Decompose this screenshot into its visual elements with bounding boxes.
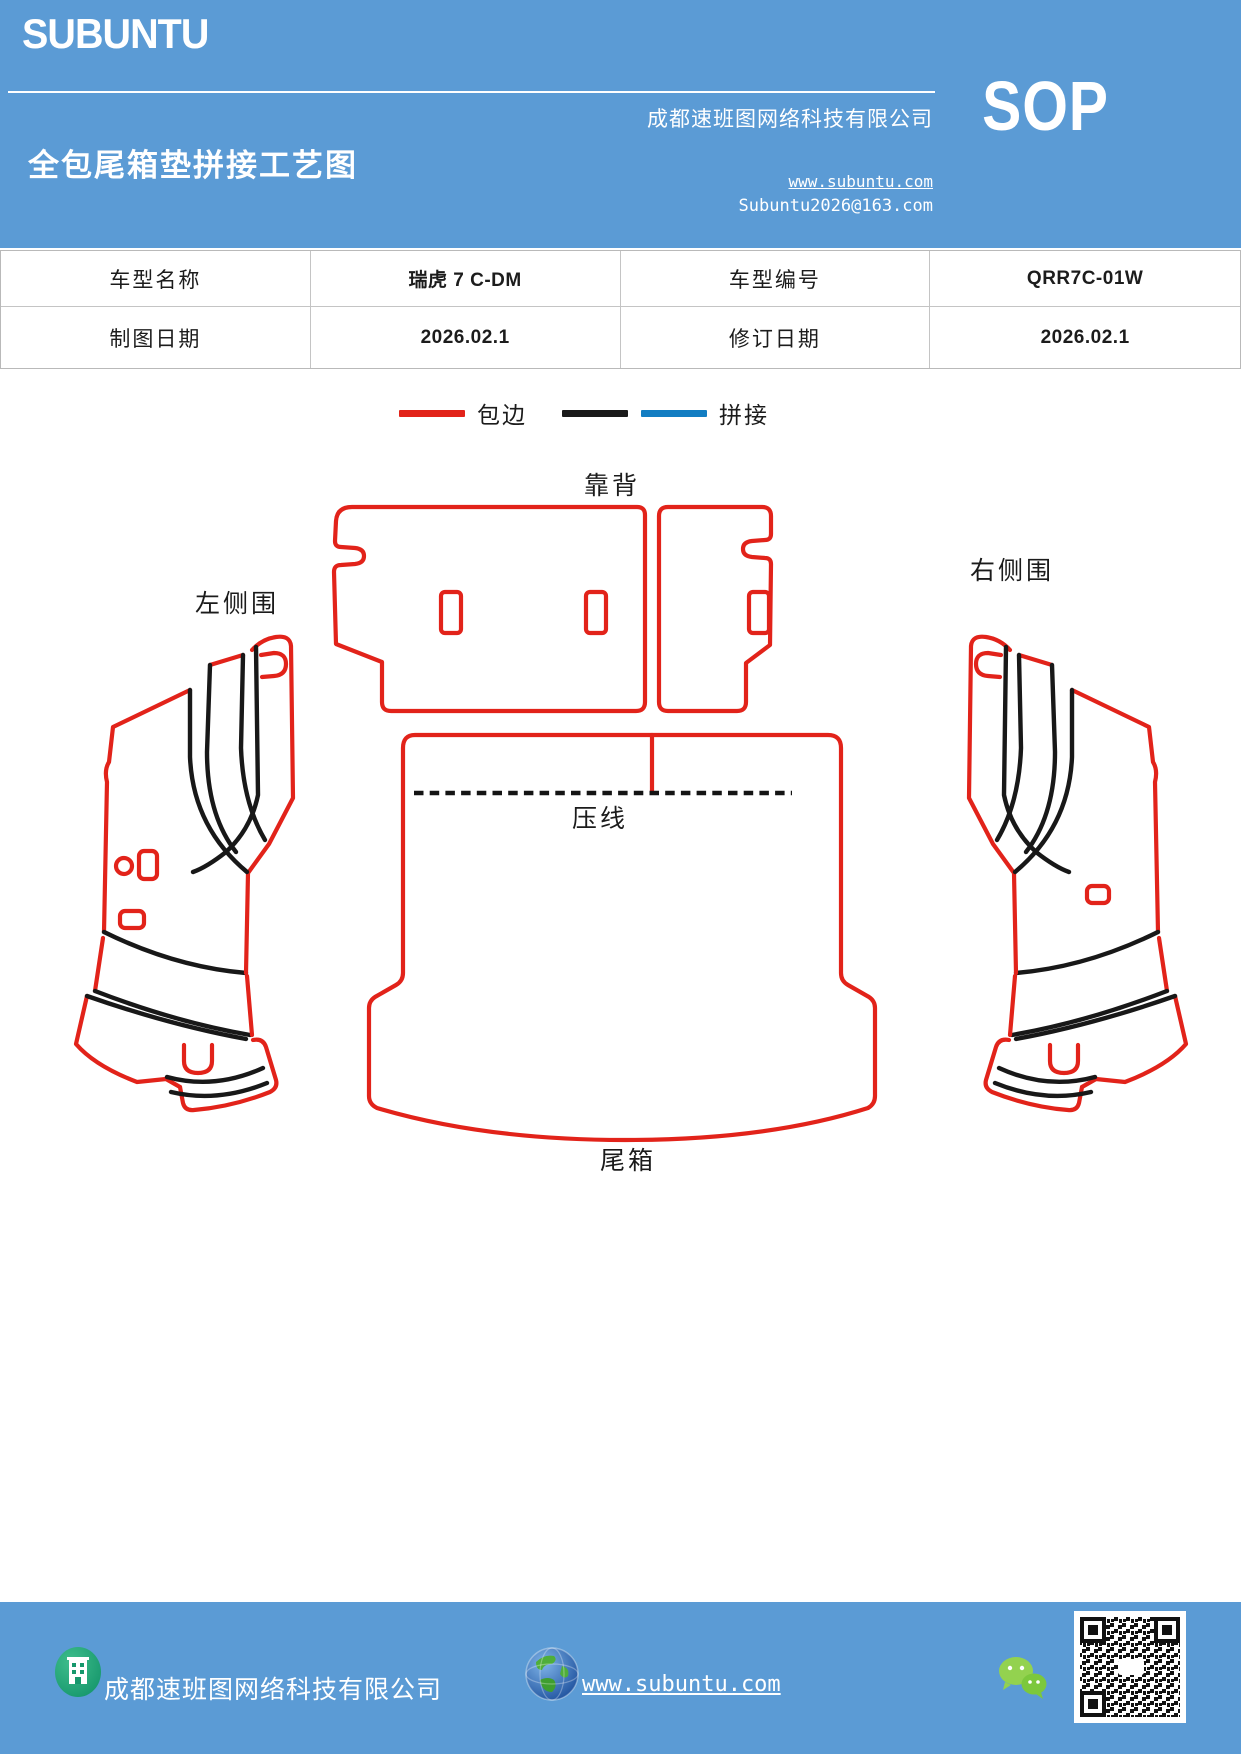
brand-logo: SUBUNTU	[22, 10, 209, 57]
revision-date-value: 2026.02.1	[1040, 326, 1130, 348]
edge-legend-label: 包边	[477, 402, 527, 428]
model-code-label: 车型编号	[620, 251, 931, 307]
right-side-label: 右侧围	[970, 557, 1054, 585]
splice-line-sample	[641, 409, 707, 417]
sop-badge: SOP	[982, 67, 1109, 145]
trunk-label: 尾箱	[600, 1147, 656, 1175]
header-banner: SUBUNTU 成都速班图网络科技有限公司 全包尾箱垫拼接工艺图 www.sub…	[0, 0, 1241, 248]
right-side-panel-piece	[969, 637, 1186, 1110]
draw-date-label: 制图日期	[1, 307, 311, 368]
fixing-slot	[136, 848, 160, 882]
header-website-link[interactable]: www.subuntu.com	[788, 172, 934, 191]
draw-date-value: 2026.02.1	[311, 307, 621, 368]
header-email-link[interactable]: Subuntu2026@163.com	[738, 196, 933, 216]
trunk-mat-piece	[366, 732, 878, 1143]
left-side-label: 左侧围	[195, 590, 279, 618]
splice-legend-label: 拼接	[719, 402, 769, 428]
headrest-slot	[438, 589, 464, 636]
crease-label: 压线	[572, 805, 628, 833]
wechat-icon	[999, 1657, 1047, 1699]
backrest-right-piece	[656, 504, 774, 714]
footer-website-link[interactable]: www.subuntu.com	[582, 1672, 781, 1697]
fixing-slot	[1084, 883, 1112, 906]
company-building-icon	[55, 1647, 101, 1697]
model-name-value: 瑞虎 7 C-DM	[310, 251, 621, 307]
backrest-left-piece	[331, 504, 648, 714]
headrest-slot	[583, 589, 609, 636]
footer-banner: 成都速班图网络科技有限公司 www.subuntu.com	[0, 1602, 1241, 1754]
line-type-legend: 包边 拼接	[399, 400, 769, 428]
fixing-hole	[113, 855, 135, 877]
globe-icon	[525, 1647, 579, 1701]
edge-line-sample	[399, 409, 465, 417]
qr-code-image	[1074, 1611, 1186, 1723]
fixing-slot	[117, 908, 147, 931]
seam-line-sample	[562, 409, 628, 417]
backrest-label: 靠背	[584, 472, 640, 500]
model-code-value: QRR7C-01W	[930, 251, 1240, 307]
model-name-label: 车型名称	[1, 251, 311, 307]
page-title: 全包尾箱垫拼接工艺图	[28, 148, 358, 183]
header-divider-line	[8, 91, 935, 93]
footer-company-name: 成都速班图网络科技有限公司	[104, 1676, 443, 1704]
headrest-slot	[746, 589, 772, 636]
header-company-name: 成都速班图网络科技有限公司	[647, 108, 933, 131]
vehicle-info-table: 车型名称 瑞虎 7 C-DM 车型编号 QRR7C-01W 制图日期 2026.…	[0, 250, 1241, 369]
trunk-mat-pattern-diagram: 靠背 左侧围 右侧围 压线 尾箱	[0, 472, 1241, 1175]
revision-date-label: 修订日期	[621, 307, 931, 368]
left-side-panel-piece	[76, 637, 293, 1110]
